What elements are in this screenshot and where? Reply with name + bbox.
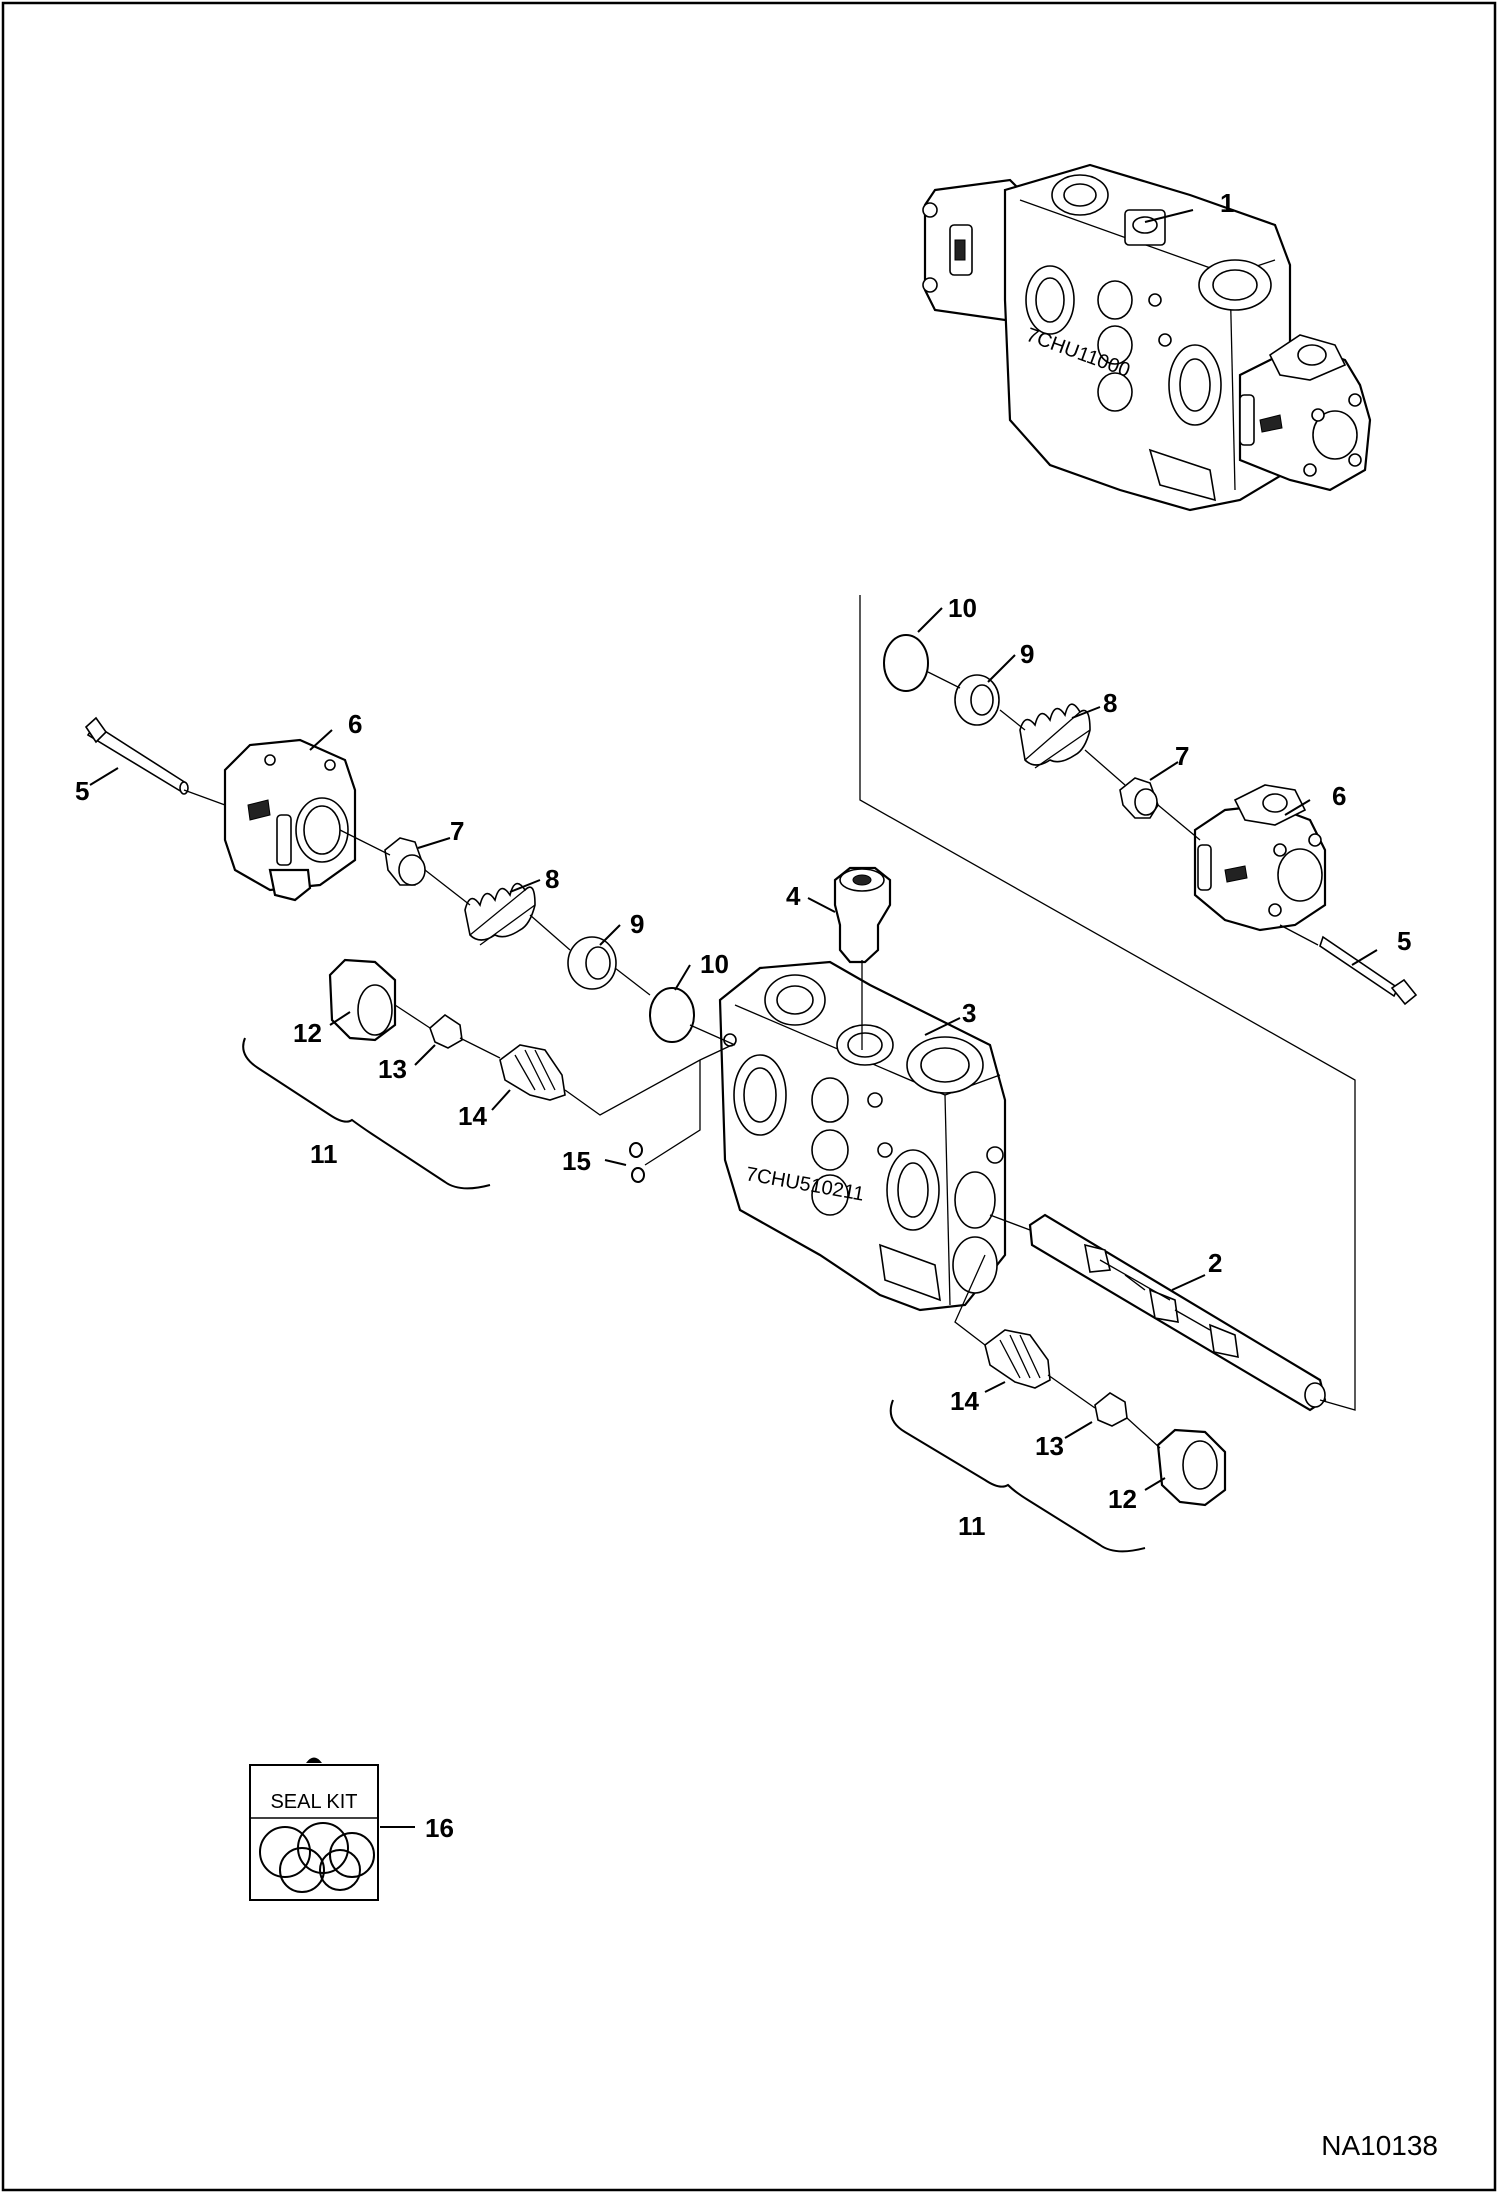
callout-3: 3	[962, 998, 976, 1028]
group-bracket-left	[242, 1037, 491, 1190]
assembly-lines	[183, 595, 1356, 1449]
callout-7-left: 7	[450, 816, 464, 846]
leader-lines	[89, 209, 1378, 1828]
relief-plug-right	[1156, 1428, 1227, 1507]
callout-1: 1	[1220, 188, 1234, 218]
callout-15: 15	[562, 1146, 591, 1176]
relief-spring-left	[429, 1013, 463, 1049]
callout-5-left: 5	[75, 776, 89, 806]
callout-16: 16	[425, 1813, 454, 1843]
o-ring-left	[649, 987, 695, 1043]
plug-top	[833, 866, 892, 964]
small-o-ring-upper	[629, 1142, 643, 1158]
seal-ring-icon	[319, 1849, 361, 1891]
callout-8-left: 8	[545, 864, 559, 894]
callout-4: 4	[786, 881, 801, 911]
relief-spring-right	[1094, 1392, 1128, 1427]
spool	[1028, 1213, 1327, 1412]
seal-ring-icon	[279, 1847, 325, 1893]
o-ring-right	[883, 634, 929, 692]
relief-valve-left	[499, 1044, 566, 1101]
callout-13-right: 13	[1035, 1431, 1064, 1461]
callout-12-right: 12	[1108, 1484, 1137, 1514]
callout-13-left: 13	[378, 1054, 407, 1084]
bolt-right	[1319, 935, 1418, 1006]
relief-valve-right	[984, 1329, 1051, 1389]
callout-14-left: 14	[458, 1101, 487, 1131]
group-bracket-right	[889, 1399, 1146, 1553]
spring-right	[1019, 703, 1091, 769]
callout-14-right: 14	[950, 1386, 979, 1416]
callout-10-left: 10	[700, 949, 729, 979]
callout-6-left: 6	[348, 709, 362, 739]
relief-plug-left	[328, 958, 397, 1042]
callout-11-left: 11	[310, 1139, 338, 1169]
valve-body: 7CHU510211	[718, 960, 1007, 1312]
seal-kit-label: SEAL KIT	[270, 1791, 357, 1813]
end-cap-left	[223, 738, 357, 902]
end-cap-right	[1193, 784, 1327, 932]
small-o-ring-lower	[631, 1167, 645, 1183]
spring-seat-right	[1119, 777, 1159, 819]
callout-2: 2	[1208, 1248, 1222, 1278]
washer-right	[954, 674, 1000, 726]
spring-seat-left	[384, 837, 426, 886]
callout-8-right: 8	[1103, 688, 1117, 718]
bolt-left	[84, 716, 189, 795]
washer-left	[567, 936, 617, 990]
seal-ring-icon	[259, 1826, 311, 1878]
drawing-reference-code: NA10138	[1321, 2130, 1438, 2161]
assembled-valve-section: 7CHU11000	[922, 163, 1372, 512]
callout-7-right: 7	[1175, 741, 1189, 771]
callout-6-right: 6	[1332, 781, 1346, 811]
spring-left	[464, 882, 536, 946]
callout-9-left: 9	[630, 909, 644, 939]
callout-9-right: 9	[1020, 639, 1034, 669]
seal-kit-box: SEAL KIT	[249, 1757, 379, 1901]
callout-11-right: 11	[958, 1511, 986, 1541]
callout-12-left: 12	[293, 1018, 322, 1048]
callout-10-right: 10	[948, 593, 977, 623]
callout-5-right: 5	[1397, 926, 1411, 956]
seal-ring-icon	[329, 1832, 375, 1878]
